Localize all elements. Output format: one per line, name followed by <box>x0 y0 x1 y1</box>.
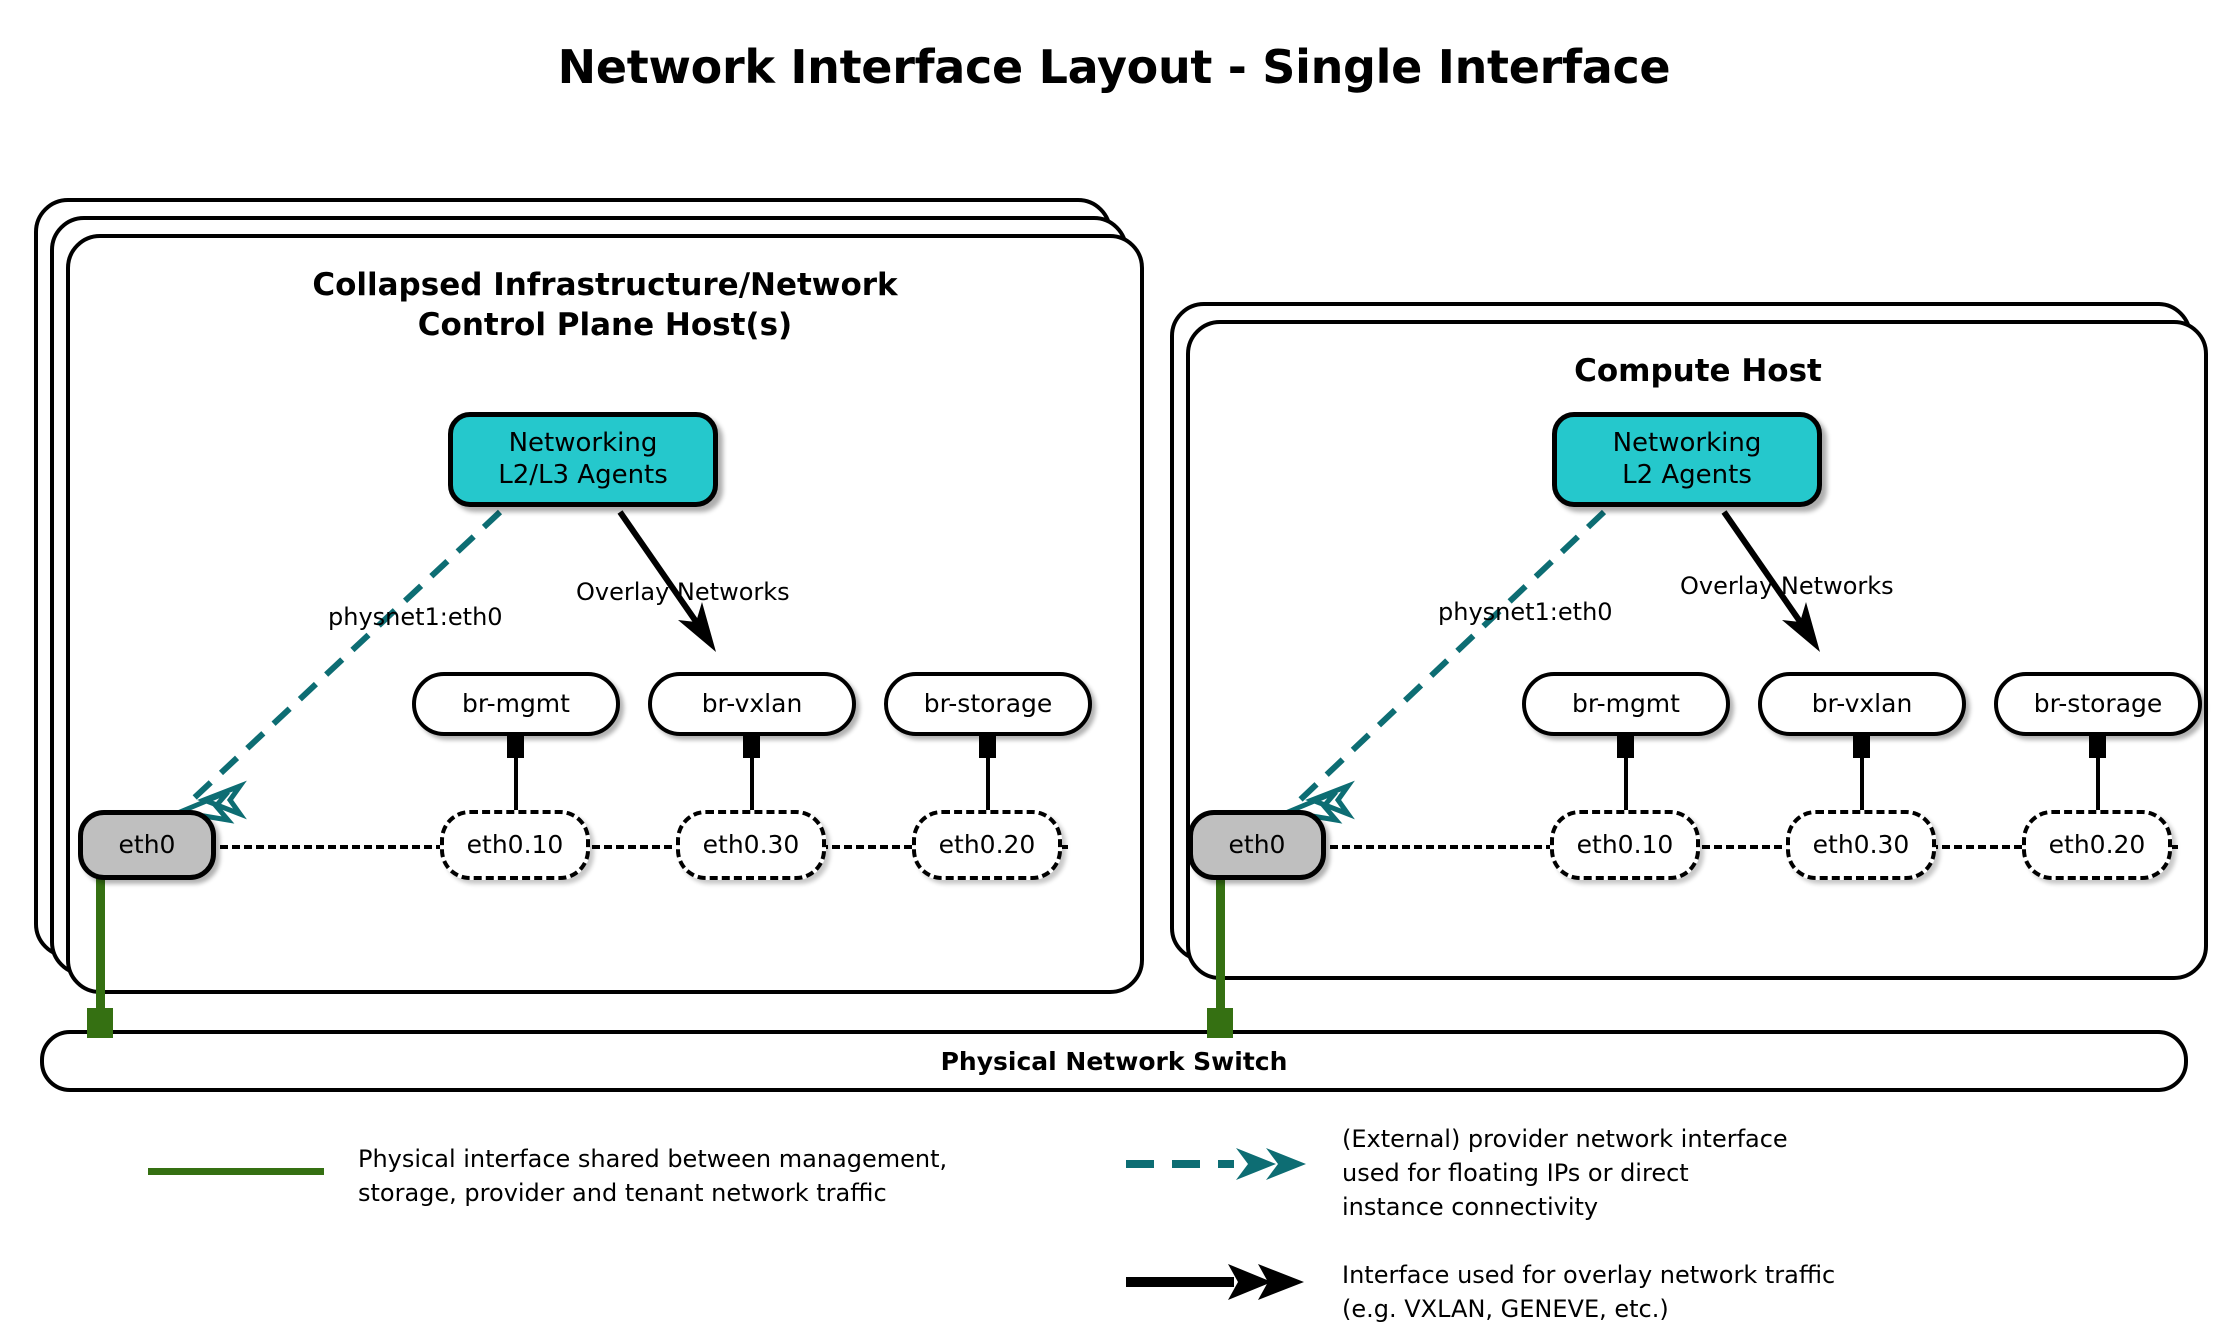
uplink-line-compute-host <box>1216 872 1225 1018</box>
bridge-link-br-vxlan-compute-host <box>1860 734 1864 826</box>
physical-nic-eth0-compute-host[interactable]: eth0 <box>1188 810 1326 880</box>
uplink-port-compute-host <box>1207 1008 1233 1038</box>
legend-text-physical-interface: Physical interface shared between manage… <box>358 1145 948 1208</box>
edge-label-provider-control-plane-host: physnet1:eth0 <box>328 603 503 631</box>
bridge-link-br-mgmt-compute-host <box>1624 734 1628 826</box>
host-title-compute-host: Compute Host <box>1574 353 1822 389</box>
bridge-node-br-vxlan-control-plane-host[interactable]: br-vxlan <box>648 672 856 736</box>
vlan-node-eth0.20-control-plane-host[interactable]: eth0.20 <box>912 810 1062 880</box>
bridge-node-br-storage-control-plane-host[interactable]: br-storage <box>884 672 1092 736</box>
bridge-link-br-vxlan-control-plane-host <box>750 734 754 826</box>
bridge-node-br-mgmt-control-plane-host[interactable]: br-mgmt <box>412 672 620 736</box>
vlan-node-eth0.20-compute-host[interactable]: eth0.20 <box>2022 810 2172 880</box>
agent-node-control-plane-host[interactable]: Networking L2/L3 Agents <box>448 412 718 507</box>
edge-label-overlay-control-plane-host: Overlay Networks <box>576 578 790 606</box>
bridge-node-br-storage-compute-host[interactable]: br-storage <box>1994 672 2202 736</box>
physical-nic-eth0-control-plane-host[interactable]: eth0 <box>78 810 216 880</box>
uplink-line-control-plane-host <box>96 872 105 1018</box>
switch-label: Physical Network Switch <box>940 1046 1288 1076</box>
page-title: Network Interface Layout - Single Interf… <box>557 40 1671 94</box>
trunk-link-compute-host <box>1258 845 2178 849</box>
bridge-tap-br-storage-compute-host <box>2089 734 2106 758</box>
bridge-tap-br-vxlan-control-plane-host <box>743 734 760 758</box>
legend-marker-provider-interface <box>1126 1148 1306 1180</box>
host-title-control-plane-host: Collapsed Infrastructure/Network Control… <box>312 267 898 343</box>
agent-node-compute-host[interactable]: Networking L2 Agents <box>1552 412 1822 507</box>
vlan-node-eth0.30-compute-host[interactable]: eth0.30 <box>1786 810 1936 880</box>
bridge-tap-br-vxlan-compute-host <box>1853 734 1870 758</box>
bridge-link-br-storage-control-plane-host <box>986 734 990 826</box>
legend-text-overlay-interface: Interface used for overlay network traff… <box>1342 1261 1836 1324</box>
vlan-node-eth0.30-control-plane-host[interactable]: eth0.30 <box>676 810 826 880</box>
legend-marker-overlay-interface <box>1126 1264 1304 1300</box>
bridge-node-br-mgmt-compute-host[interactable]: br-mgmt <box>1522 672 1730 736</box>
bridge-link-br-storage-compute-host <box>2096 734 2100 826</box>
legend-text-provider-interface: (External) provider network interface us… <box>1342 1125 1788 1222</box>
bridge-link-br-mgmt-control-plane-host <box>514 734 518 826</box>
uplink-port-control-plane-host <box>87 1008 113 1038</box>
bridge-tap-br-storage-control-plane-host <box>979 734 996 758</box>
bridge-tap-br-mgmt-control-plane-host <box>507 734 524 758</box>
edge-label-overlay-compute-host: Overlay Networks <box>1680 572 1894 600</box>
vlan-node-eth0.10-control-plane-host[interactable]: eth0.10 <box>440 810 590 880</box>
physical-network-switch[interactable]: Physical Network Switch <box>40 1030 2188 1092</box>
legend-marker-physical-interface <box>148 1168 324 1175</box>
bridge-tap-br-mgmt-compute-host <box>1617 734 1634 758</box>
trunk-link-control-plane-host <box>148 845 1068 849</box>
vlan-node-eth0.10-compute-host[interactable]: eth0.10 <box>1550 810 1700 880</box>
bridge-node-br-vxlan-compute-host[interactable]: br-vxlan <box>1758 672 1966 736</box>
edge-label-provider-compute-host: physnet1:eth0 <box>1438 598 1613 626</box>
